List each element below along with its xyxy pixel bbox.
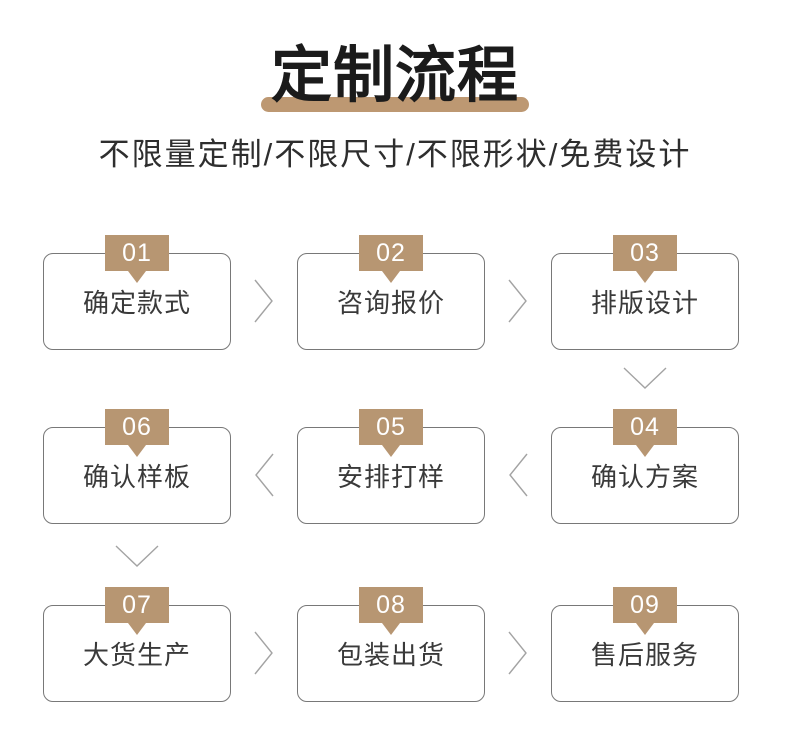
step-label: 大货生产 [82,640,191,670]
badge-pointer [382,623,400,635]
step-label: 安排打样 [336,462,445,492]
flow-step-02: 02 咨询报价 [297,235,485,350]
arrow-down-icon [114,544,160,568]
step-number-badge: 03 [613,235,677,271]
arrow-left-icon [253,452,275,498]
badge-pointer [382,445,400,457]
step-number-badge: 07 [105,587,169,623]
step-label: 确认样板 [82,462,191,492]
step-label: 排版设计 [590,288,699,318]
step-number-badge: 05 [359,409,423,445]
badge-pointer [636,623,654,635]
step-number: 04 [630,412,660,441]
arrow-right-icon [253,630,275,676]
step-number: 02 [376,238,406,267]
step-label: 售后服务 [590,640,699,670]
badge-pointer [636,445,654,457]
step-number: 06 [122,412,152,441]
flow-step-05: 05 安排打样 [297,409,485,524]
arrow-left-icon [507,452,529,498]
page-title-text: 定制流程 [270,41,519,109]
step-number-badge: 04 [613,409,677,445]
step-number-badge: 02 [359,235,423,271]
badge-pointer [128,445,146,457]
page-title: 定制流程 [0,41,790,112]
step-number: 01 [122,238,152,267]
flow-step-07: 07 大货生产 [43,587,231,702]
step-box: 确定款式 [43,253,231,350]
flow-step-03: 03 排版设计 [551,235,739,350]
step-number-badge: 06 [105,409,169,445]
flow-step-04: 04 确认方案 [551,409,739,524]
step-label: 咨询报价 [336,288,445,318]
badge-pointer [128,623,146,635]
arrow-right-icon [253,278,275,324]
step-number-badge: 08 [359,587,423,623]
badge-pointer [382,271,400,283]
flow-step-08: 08 包装出货 [297,587,485,702]
flow-step-01: 01 确定款式 [43,235,231,350]
step-number-badge: 01 [105,235,169,271]
step-label: 包装出货 [336,640,445,670]
step-number: 07 [122,590,152,619]
step-number-badge: 09 [613,587,677,623]
badge-pointer [128,271,146,283]
title-underline-bar [261,97,529,112]
arrow-right-icon [507,278,529,324]
badge-pointer [636,271,654,283]
step-number: 08 [376,590,406,619]
flow-step-06: 06 确认样板 [43,409,231,524]
page-subtitle: 不限量定制/不限尺寸/不限形状/免费设计 [98,137,692,172]
arrow-right-icon [507,630,529,676]
step-label: 确定款式 [82,288,191,318]
step-number: 09 [630,590,660,619]
step-number: 03 [630,238,660,267]
flow-step-09: 09 售后服务 [551,587,739,702]
arrow-down-icon [622,366,668,390]
step-number: 05 [376,412,406,441]
step-label: 确认方案 [590,462,699,492]
